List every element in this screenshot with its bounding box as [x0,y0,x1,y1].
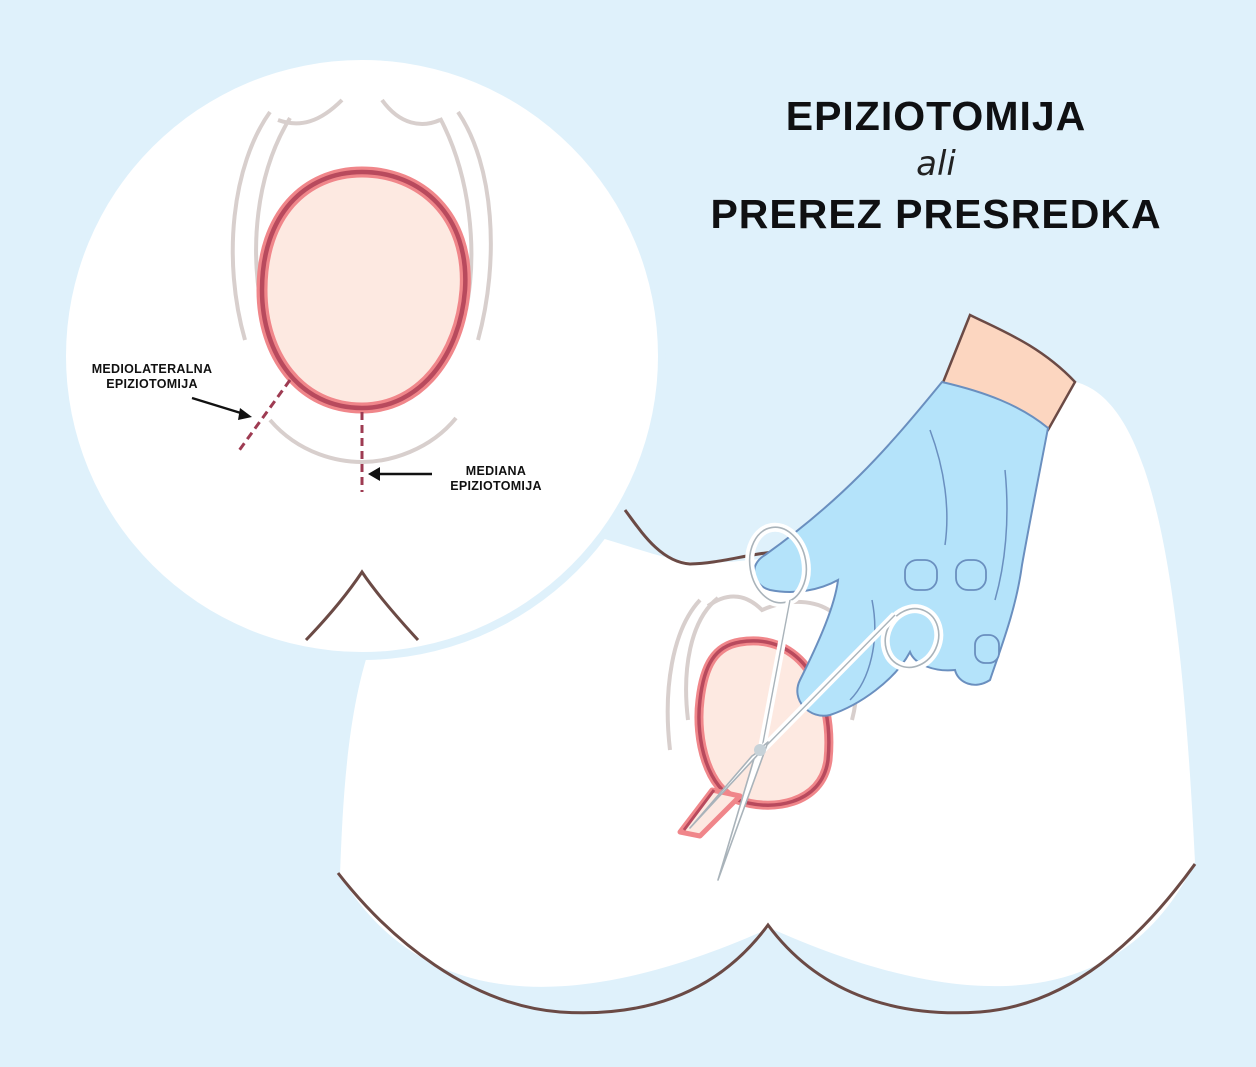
gloved-hand-icon [753,313,1077,717]
scissors-icon [689,522,944,881]
finger-nail-2 [955,559,987,591]
title-main: EPIZIOTOMIJA [785,93,1087,139]
zoom-inset [58,52,666,660]
label-mediolateral-line2: EPIZIOTOMIJA [106,377,198,391]
inset-buttocks-outline [304,569,420,642]
inset-labia-top-left [277,98,344,126]
mediolateral-arrow [191,396,252,420]
title-block: EPIZIOTOMIJA ali PREREZ PRESREDKA [700,92,1172,238]
glove-crease-3 [849,599,876,701]
title-subtitle: PREREZ PRESREDKA [710,191,1162,237]
glove [753,380,1050,717]
label-mediolateral-episiotomy: MEDIOLATERALNA EPIZIOTOMIJA [82,362,222,392]
label-median-episiotomy: MEDIANA EPIZIOTOMIJA [440,464,552,494]
finger-nail-1 [904,559,938,591]
title-connector: ali [916,144,956,184]
inset-labia-bottom [268,416,458,465]
inset-labia-right-outer [456,110,493,341]
glove-crease-1 [929,429,948,546]
finger-nail-3 [974,634,1000,664]
inset-baby-head-inner-outline [259,169,468,411]
label-mediana-line1: MEDIANA [465,464,527,478]
mediana-arrow [368,467,432,481]
main-incision [677,787,743,839]
label-mediolateral-line1: MEDIOLATERALNA [91,362,213,376]
glove-crease-2 [994,469,1008,601]
main-incision-line [682,789,716,831]
label-mediana-line2: EPIZIOTOMIJA [450,479,542,493]
main-labia-top [706,594,834,614]
inset-labia-left-outer [230,110,272,341]
main-labia-left-outer [665,598,702,751]
inset-labia-top-right [380,98,441,126]
mediolateral-incision-line [236,379,292,453]
main-buttocks-outline [336,863,1197,1015]
